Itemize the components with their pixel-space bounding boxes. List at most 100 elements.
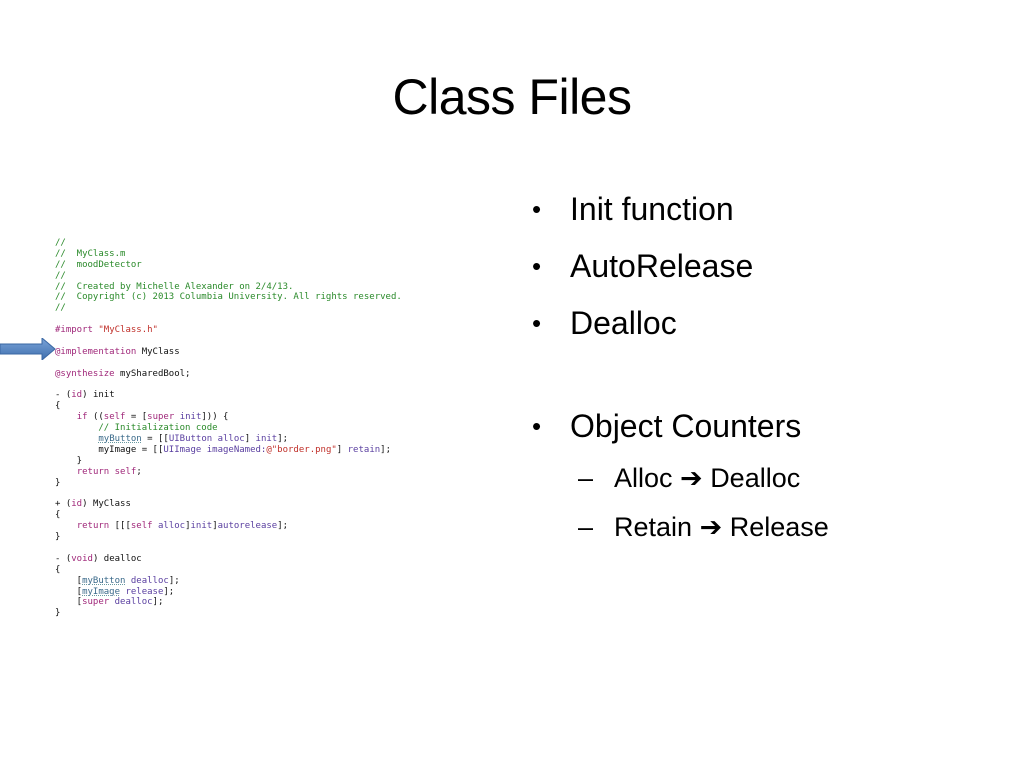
- bullet-text: Dealloc: [570, 305, 677, 341]
- code-token: //: [55, 270, 66, 281]
- right-arrow-icon: [0, 338, 56, 360]
- code-line: // moodDetector: [55, 260, 475, 271]
- code-line: [55, 488, 475, 499]
- code-token: ) MyClass: [82, 499, 131, 510]
- code-line: // MyClass.m: [55, 249, 475, 260]
- code-token: "MyClass.h": [98, 325, 158, 336]
- code-token: }: [55, 455, 83, 466]
- code-token: ])) {: [201, 412, 229, 423]
- code-token: super: [82, 597, 110, 608]
- code-token: [: [55, 597, 83, 608]
- code-token: ;: [136, 466, 142, 477]
- code-token: [: [55, 575, 83, 586]
- code-line: // Created by Michelle Alexander on 2/4/…: [55, 282, 475, 293]
- code-line: - (id) init: [55, 390, 475, 401]
- bullet-marker: •: [532, 194, 542, 224]
- code-token: MyClass: [136, 346, 180, 357]
- code-token: [[[: [109, 521, 131, 532]
- code-token: if: [76, 412, 88, 423]
- code-line: return [[[self alloc]init]autorelease];: [55, 521, 475, 532]
- code-token: = [: [125, 412, 148, 423]
- code-token: ((: [87, 412, 104, 423]
- code-token: ) init: [82, 390, 115, 401]
- code-line: @synthesize mySharedBool;: [55, 369, 475, 380]
- code-token: - (: [55, 390, 72, 401]
- sub-bullet-dash: –: [578, 463, 594, 493]
- code-line: //: [55, 303, 475, 314]
- code-line: if ((self = [super init])) {: [55, 412, 475, 423]
- sub-bullet-item: – Retain ➔ Release: [530, 509, 1000, 545]
- code-line: }: [55, 608, 475, 619]
- code-line: - (void) dealloc: [55, 554, 475, 565]
- code-line: }: [55, 478, 475, 489]
- code-token: [: [55, 586, 83, 597]
- code-token: }: [55, 477, 61, 488]
- code-token: init: [190, 521, 213, 532]
- code-line: [55, 336, 475, 347]
- code-line: }: [55, 532, 475, 543]
- code-token: super: [147, 412, 175, 423]
- code-line: //: [55, 238, 475, 249]
- code-line: myImage = [[UIImage imageNamed:@"border.…: [55, 445, 475, 456]
- bullet-item: • AutoRelease: [530, 243, 1000, 289]
- bullet-item: • Object Counters: [530, 403, 1000, 449]
- sub-bullet-left: Alloc: [614, 463, 673, 493]
- code-token: @"border.png": [266, 444, 337, 455]
- code-line: }: [55, 456, 475, 467]
- code-token: ]: [244, 434, 256, 445]
- sub-bullet-right: Dealloc: [710, 463, 801, 493]
- code-token: init: [255, 434, 278, 445]
- code-line: {: [55, 401, 475, 412]
- code-token: self: [103, 412, 126, 423]
- code-token: ];: [277, 521, 289, 532]
- code-token: [55, 412, 77, 422]
- code-token: // moodDetector: [55, 259, 142, 270]
- code-token: //: [55, 238, 66, 248]
- code-token: alloc: [217, 434, 245, 445]
- code-line: // Initialization code: [55, 423, 475, 434]
- code-line: [super dealloc];: [55, 597, 475, 608]
- code-line: //: [55, 271, 475, 282]
- code-line: [55, 358, 475, 369]
- code-token: release: [125, 586, 164, 597]
- code-token: #import: [55, 325, 99, 336]
- code-token: return: [76, 466, 110, 477]
- bullet-marker: •: [532, 308, 542, 338]
- code-token: // Created by Michelle Alexander on 2/4/…: [55, 281, 294, 292]
- code-token: dealloc: [114, 597, 153, 608]
- code-token: // Initialization code: [55, 423, 218, 434]
- code-line: myButton = [[UIButton alloc] init];: [55, 434, 475, 445]
- bullet-marker: •: [532, 251, 542, 281]
- bullet-item: • Init function: [530, 186, 1000, 232]
- code-line: [55, 314, 475, 325]
- code-token: ];: [163, 586, 175, 597]
- code-token: ]: [336, 444, 348, 455]
- arrow-icon: ➔: [680, 463, 703, 493]
- code-line: @implementation MyClass: [55, 347, 475, 358]
- code-token: ]: [212, 521, 218, 532]
- code-token: dealloc: [130, 575, 169, 586]
- bullet-item: • Dealloc: [530, 300, 1000, 346]
- code-token: UIButton: [168, 434, 213, 445]
- arrow-icon: ➔: [699, 512, 723, 542]
- code-token: myButton: [82, 575, 126, 586]
- code-token: {: [55, 401, 61, 412]
- code-token: myButton: [98, 434, 142, 445]
- code-token: ];: [380, 444, 391, 455]
- code-token: + (: [55, 499, 72, 510]
- slide-title: Class Files: [392, 69, 632, 125]
- code-token: [55, 467, 77, 477]
- code-token: alloc: [158, 521, 186, 532]
- code-line: [myImage release];: [55, 587, 475, 598]
- sub-bullet-left: Retain: [614, 512, 693, 542]
- code-token: }: [55, 532, 61, 543]
- code-line: #import "MyClass.h": [55, 325, 475, 336]
- bullet-list: • Init function • AutoRelease • Dealloc …: [530, 186, 1000, 558]
- code-token: imageNamed:: [206, 444, 267, 455]
- code-token: @synthesize: [55, 368, 115, 379]
- bullet-text: AutoRelease: [570, 248, 754, 284]
- code-token: self: [114, 466, 137, 477]
- code-token: @implementation: [55, 346, 137, 357]
- sub-bullet-right: Release: [729, 512, 829, 542]
- code-token: void: [71, 553, 93, 564]
